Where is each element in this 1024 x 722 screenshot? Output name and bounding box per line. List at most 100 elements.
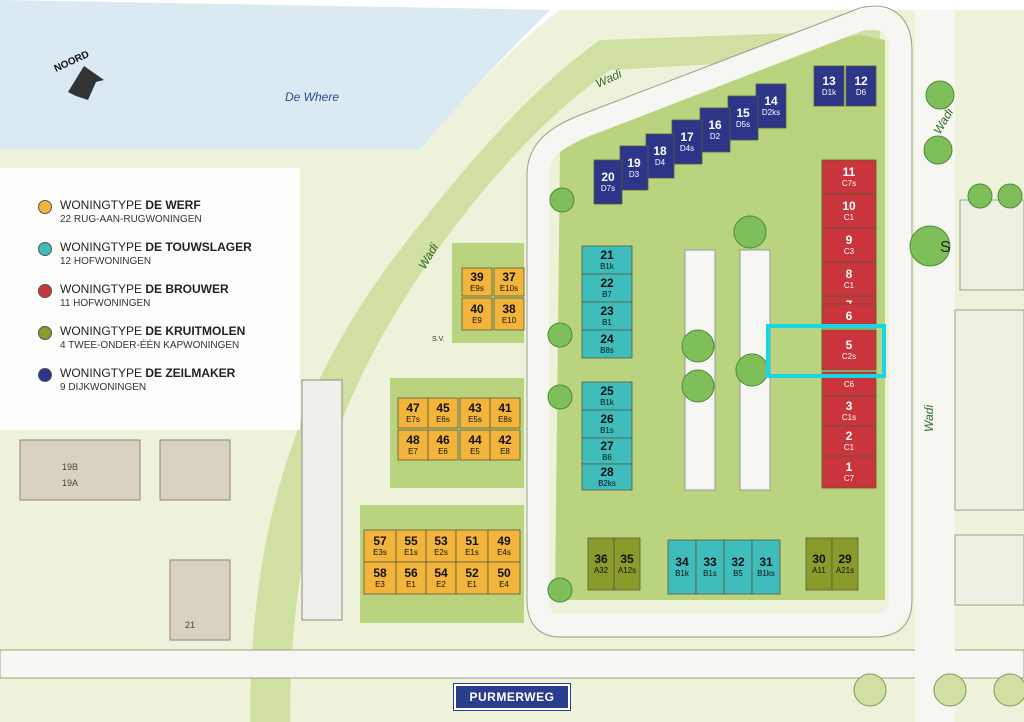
lot-shape <box>581 273 633 303</box>
lot-code: E8 <box>500 447 510 456</box>
lot-brouwer[interactable]: 8C1 <box>821 261 877 297</box>
lot-number: 3 <box>846 399 853 413</box>
lot-shape <box>489 397 521 429</box>
legend-type-name: DE BROUWER <box>145 282 229 296</box>
legend-title: WONINGTYPE DE TOUWSLAGER <box>60 240 252 254</box>
lot-number: 29 <box>838 552 852 566</box>
legend-title: WONINGTYPE DE WERF <box>60 198 201 212</box>
lot-brouwer[interactable]: 2C1 <box>821 425 877 457</box>
lot-brouwer[interactable]: 1C7 <box>821 455 877 489</box>
lot-code: D6 <box>856 88 867 97</box>
main-road <box>0 649 1024 679</box>
lot-number: 23 <box>600 304 614 318</box>
lot-shape <box>487 529 521 563</box>
lot-code: C2s <box>842 352 856 361</box>
lot-shape <box>455 529 489 563</box>
legend-prefix: WONINGTYPE <box>60 366 146 380</box>
lot-number: 27 <box>600 439 614 453</box>
lot-number: 26 <box>600 412 614 426</box>
lot-number: 56 <box>404 566 418 580</box>
neighbour-building-21 <box>169 559 231 641</box>
lot-number: 58 <box>373 566 387 580</box>
lot-shape <box>813 65 845 107</box>
lot-shape <box>581 301 633 331</box>
lot-shape <box>395 529 427 563</box>
lot-number: 51 <box>465 534 479 548</box>
lot-number: 38 <box>502 302 516 316</box>
lot-code: C1 <box>844 213 855 222</box>
legend-swatch-icon <box>38 368 52 382</box>
tree <box>547 577 573 603</box>
neighbour-label-19a: 19A <box>62 478 78 488</box>
lot-shape <box>459 429 491 461</box>
lot-number: 21 <box>600 248 614 262</box>
lot-brouwer[interactable]: 9C3 <box>821 227 877 263</box>
tree <box>925 80 955 110</box>
lot-code: C1s <box>842 413 856 422</box>
parking-strip <box>301 379 343 621</box>
lot-shape <box>581 437 633 465</box>
legend-prefix: WONINGTYPE <box>60 324 146 338</box>
lot-number: 54 <box>434 566 448 580</box>
lot-shape <box>581 463 633 491</box>
lot-code: E2 <box>436 580 446 589</box>
legend-subtitle: 12 HOFWONINGEN <box>60 256 152 267</box>
lot-shape <box>845 65 877 107</box>
lot-code: B8s <box>600 346 614 355</box>
lot-code: D7s <box>601 184 615 193</box>
lot-code: E7 <box>408 447 418 456</box>
